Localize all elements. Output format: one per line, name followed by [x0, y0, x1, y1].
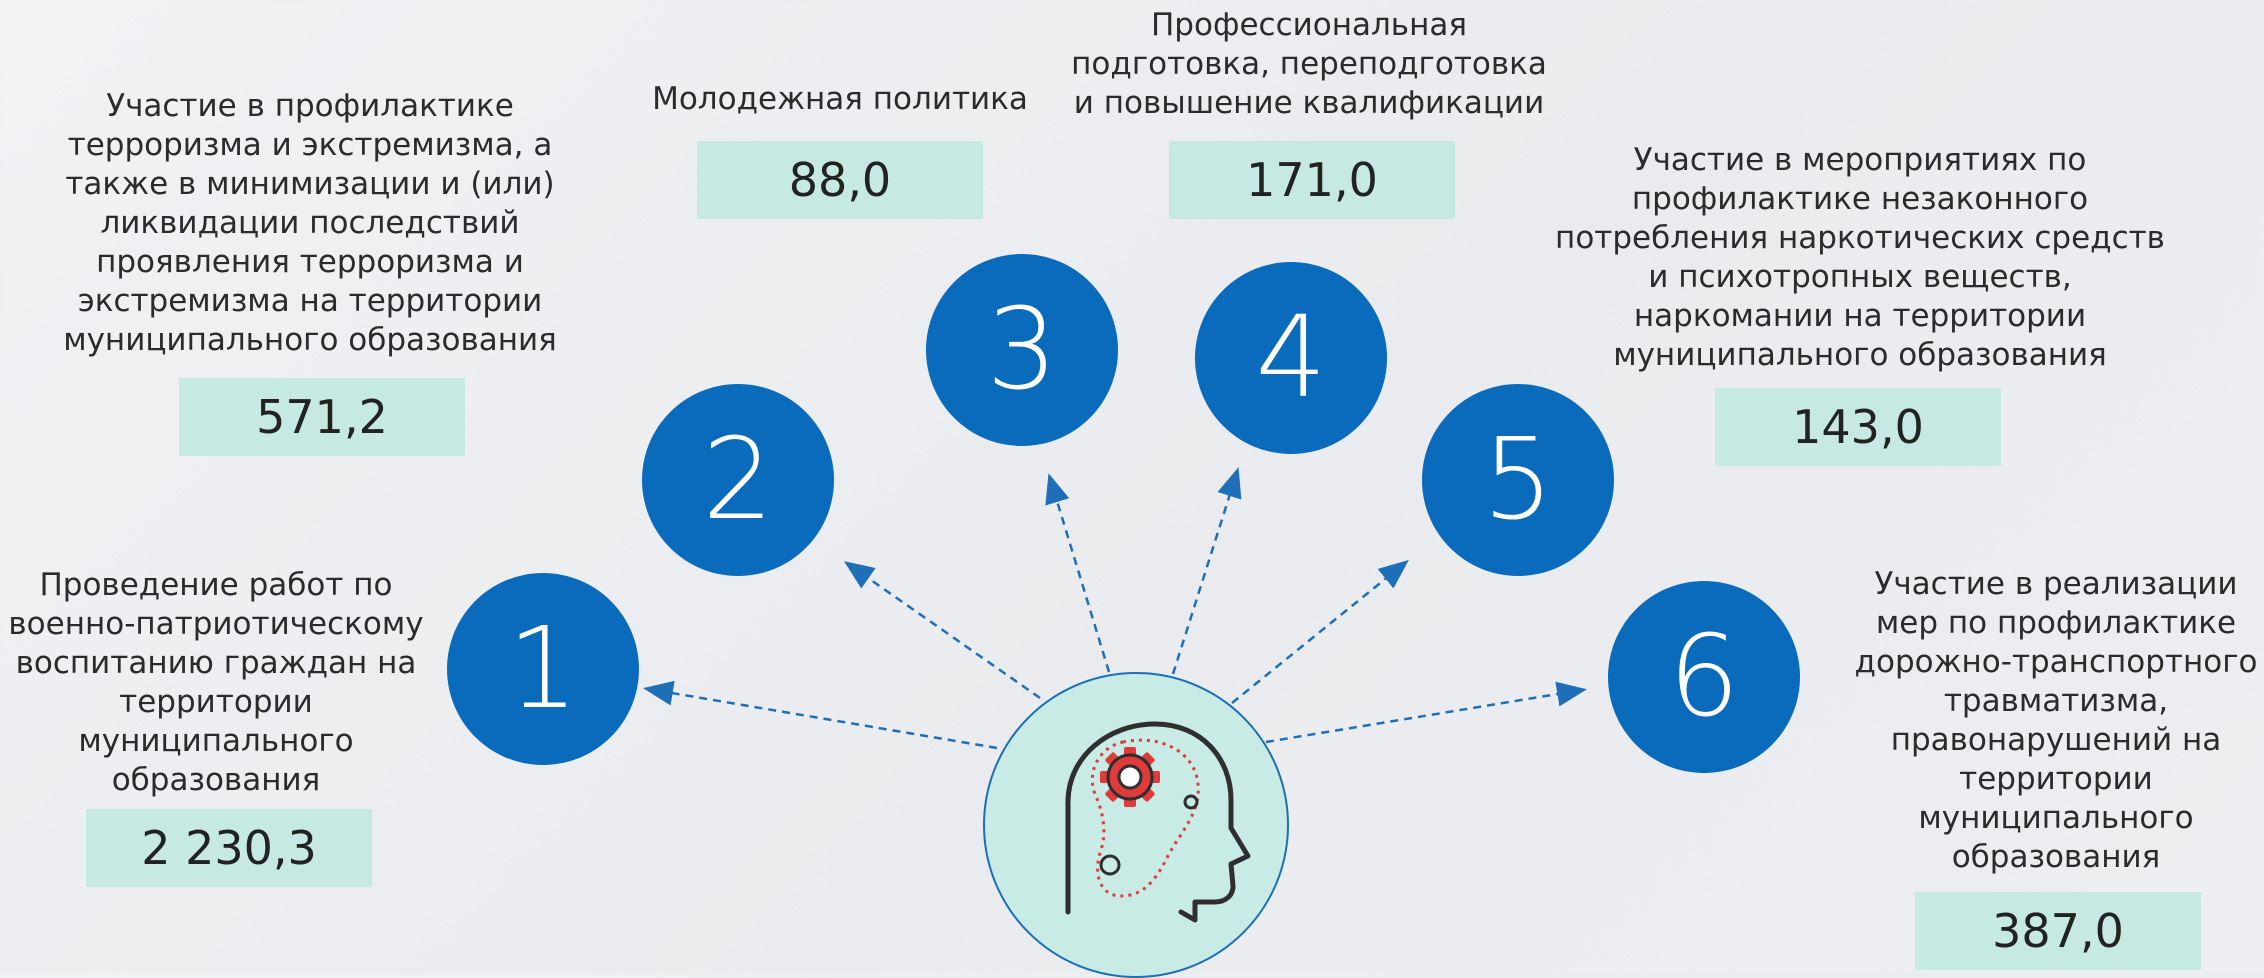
arrow-to-4: [1171, 467, 1242, 675]
center-circle: [983, 672, 1289, 978]
item-1-number: 1: [447, 573, 639, 765]
item-1-label: Проведение работ по военно-патриотическо…: [8, 567, 424, 798]
item-3-label: Молодежная политика: [652, 81, 1028, 117]
item-3-value: 88,0: [697, 141, 983, 219]
item-5-number: 5: [1422, 384, 1614, 576]
arrow-to-3: [1045, 473, 1111, 673]
item-4-number: 4: [1195, 262, 1387, 454]
item-5-value: 143,0: [1715, 388, 2001, 466]
arrow-to-5: [1231, 559, 1409, 704]
item-2-label: Участие в профилактике терроризма и экст…: [63, 88, 557, 358]
item-2-value: 571,2: [179, 378, 465, 456]
item-6-label: Участие в реализации мер по профилактике…: [1854, 566, 2258, 875]
item-6-value: 387,0: [1915, 892, 2201, 970]
item-3-number: 3: [926, 254, 1118, 446]
item-1-value: 2 230,3: [86, 809, 372, 887]
arrow-to-2: [843, 561, 1041, 700]
arrow-to-1: [643, 680, 998, 750]
item-2-number: 2: [642, 384, 834, 576]
item-6-number: 6: [1608, 581, 1800, 773]
arrow-to-6: [1265, 681, 1587, 744]
item-4-value: 171,0: [1169, 141, 1455, 219]
item-4-label: Профессиональная подготовка, переподгото…: [1071, 7, 1547, 121]
head-with-gear-icon: [1065, 721, 1251, 923]
item-5-label: Участие в мероприятиях по профилактике н…: [1555, 142, 2165, 373]
